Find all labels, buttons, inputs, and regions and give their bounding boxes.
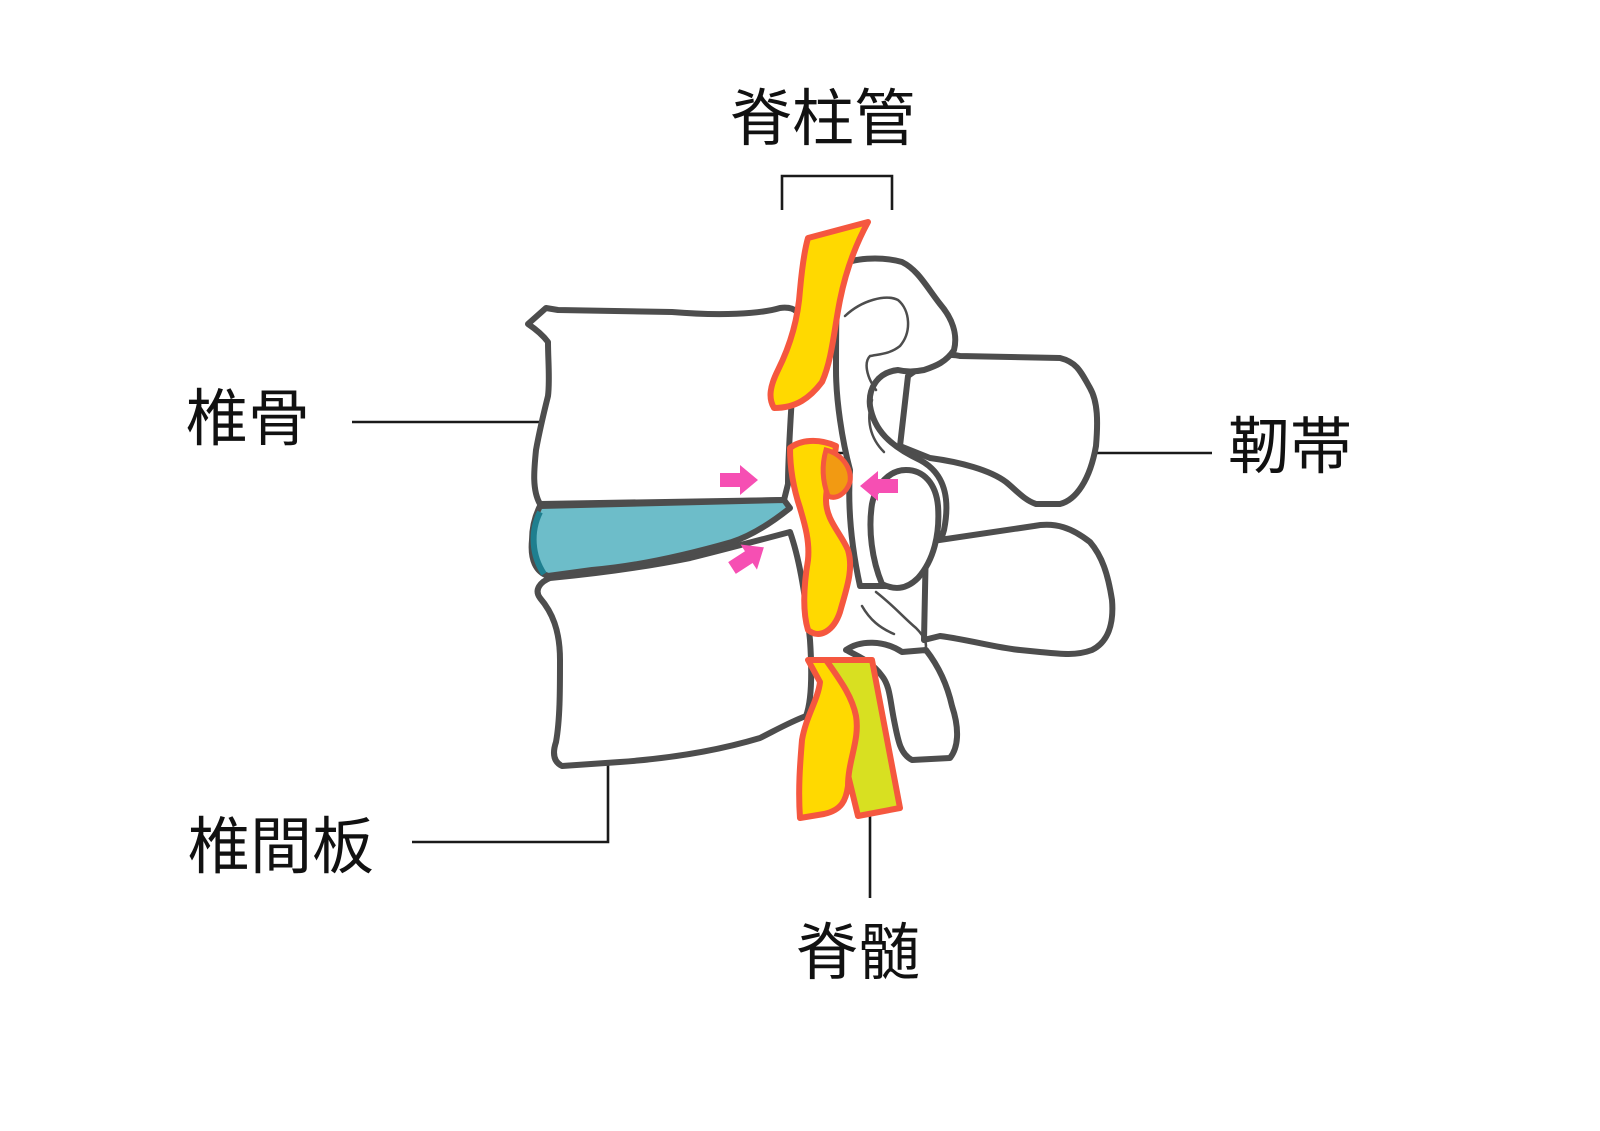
spinal-cord-label: 脊髄 xyxy=(796,916,920,989)
lower-spinous-process xyxy=(921,521,1116,657)
ligament-label: 靭帯 xyxy=(1228,410,1352,483)
lower-facet-line xyxy=(860,604,896,636)
upper-facet-joint xyxy=(843,296,910,392)
disc-anterior-edge xyxy=(530,510,547,576)
lower-facet-joint xyxy=(874,590,928,654)
vertebra-label: 椎骨 xyxy=(186,382,310,455)
upper-facet-line xyxy=(868,398,886,454)
spinal-canal-bracket xyxy=(780,174,894,210)
spinal-cord-upper xyxy=(767,219,871,411)
upper-vertebral-body xyxy=(525,304,804,507)
middle-articular-process xyxy=(867,467,942,591)
spinal-canal-label: 脊柱管 xyxy=(730,82,916,155)
spinal-cord-lower-left xyxy=(796,657,860,821)
ligament xyxy=(820,446,853,500)
intervertebral-disc-label: 椎間板 xyxy=(188,810,374,883)
upper-spinous-process xyxy=(897,352,1101,507)
lower-lamina xyxy=(843,639,960,763)
lower-vertebral-body xyxy=(534,529,815,769)
